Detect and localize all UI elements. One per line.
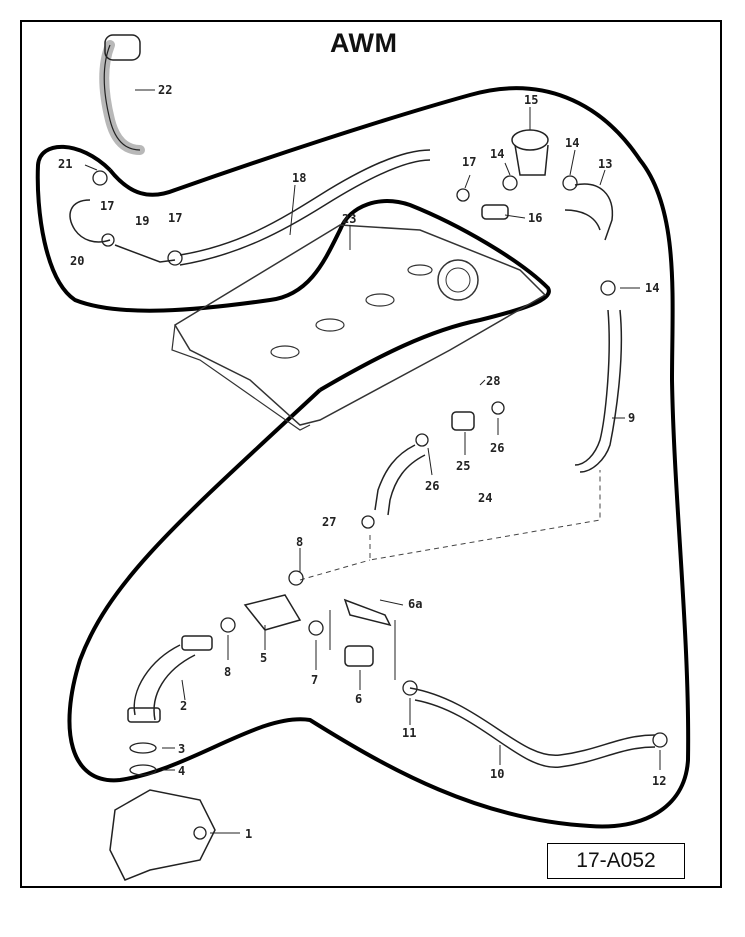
hose-24a bbox=[374, 444, 416, 511]
hose-9-edge bbox=[579, 309, 623, 473]
valve-25 bbox=[451, 411, 475, 431]
guide-line-a bbox=[369, 470, 601, 561]
upper-outline-top bbox=[67, 86, 691, 829]
valve-cover bbox=[173, 224, 547, 426]
o-ring-4 bbox=[129, 764, 157, 776]
callout-28: 28 bbox=[486, 374, 500, 388]
diagram-frame bbox=[20, 20, 722, 888]
callout-25: 25 bbox=[456, 459, 470, 473]
clamp-12 bbox=[652, 732, 668, 748]
callout-23: 23 bbox=[342, 212, 356, 226]
clamp-14c bbox=[600, 280, 616, 296]
pump-bolt bbox=[193, 826, 207, 840]
cover-port-b bbox=[315, 318, 345, 332]
cover-cap-ring bbox=[437, 259, 479, 301]
callout-8a: 8 bbox=[224, 665, 231, 679]
hose-10 bbox=[409, 687, 656, 756]
hose-20 bbox=[69, 199, 111, 243]
callout-22: 22 bbox=[158, 83, 172, 97]
callout-14a: 14 bbox=[490, 147, 504, 161]
bracket-6 bbox=[329, 610, 396, 680]
valve-15-body bbox=[514, 144, 549, 176]
hose-2-edge bbox=[153, 654, 196, 721]
valve-15 bbox=[511, 129, 549, 151]
hose-2-top bbox=[181, 635, 213, 651]
callout-4: 4 bbox=[178, 764, 185, 778]
hose-22-end bbox=[104, 34, 141, 61]
hose-22-line bbox=[103, 44, 141, 151]
cover-port-a bbox=[365, 293, 395, 307]
clamp-14a bbox=[502, 175, 518, 191]
callout-13: 13 bbox=[598, 157, 612, 171]
o-ring-3 bbox=[129, 742, 157, 754]
clamp-21 bbox=[92, 170, 108, 186]
connector-19 bbox=[114, 244, 176, 263]
connector-5 bbox=[243, 594, 302, 631]
hose-9 bbox=[574, 309, 610, 466]
callout-26b: 26 bbox=[490, 441, 504, 455]
callout-17b: 17 bbox=[100, 199, 114, 213]
callout-7: 7 bbox=[311, 673, 318, 687]
clamp-14b bbox=[562, 175, 578, 191]
cover-port-d bbox=[407, 264, 433, 276]
elbow-13 bbox=[574, 183, 614, 241]
callout-2: 2 bbox=[180, 699, 187, 713]
cover-port-c bbox=[270, 345, 300, 359]
clamp-27 bbox=[361, 515, 375, 529]
clamp-8a bbox=[220, 617, 236, 633]
valve-6a bbox=[343, 598, 392, 627]
callout-18: 18 bbox=[292, 171, 306, 185]
hose-18 bbox=[179, 149, 431, 256]
callout-1: 1 bbox=[245, 827, 252, 841]
callout-17c: 17 bbox=[168, 211, 182, 225]
figure-id-label: 17-A052 bbox=[547, 843, 685, 879]
callout-19: 19 bbox=[135, 214, 149, 228]
clamp-26a bbox=[415, 433, 429, 447]
callout-24: 24 bbox=[478, 491, 492, 505]
valve-cover-edge bbox=[171, 324, 311, 431]
clamp-17b bbox=[167, 250, 183, 266]
callout-26a: 26 bbox=[425, 479, 439, 493]
callout-21: 21 bbox=[58, 157, 72, 171]
elbow-13-b bbox=[564, 209, 601, 231]
valve-6 bbox=[344, 645, 374, 667]
callout-15: 15 bbox=[524, 93, 538, 107]
clamp-17c bbox=[456, 188, 470, 202]
callout-3: 3 bbox=[178, 742, 185, 756]
callout-27: 27 bbox=[322, 515, 336, 529]
connector-16 bbox=[481, 204, 509, 220]
upper-outline-loop bbox=[35, 144, 551, 392]
callout-8b: 8 bbox=[296, 535, 303, 549]
clamp-7 bbox=[308, 620, 324, 636]
callout-11: 11 bbox=[402, 726, 416, 740]
clamp-11 bbox=[402, 680, 418, 696]
callout-10: 10 bbox=[490, 767, 504, 781]
cover-cap-inner bbox=[445, 267, 471, 293]
hose-10-edge bbox=[414, 699, 656, 768]
hose-24b bbox=[387, 454, 426, 516]
hose-2-end bbox=[127, 707, 161, 723]
callout-6a: 6a bbox=[408, 597, 422, 611]
callout-12: 12 bbox=[652, 774, 666, 788]
air-pump-1 bbox=[109, 789, 216, 881]
leader-lines bbox=[84, 89, 661, 834]
callout-16: 16 bbox=[528, 211, 542, 225]
callout-20: 20 bbox=[70, 254, 84, 268]
callout-5: 5 bbox=[260, 651, 267, 665]
hose-18-edge bbox=[179, 159, 431, 266]
guide-line-b bbox=[299, 559, 371, 581]
callout-17a: 17 bbox=[462, 155, 476, 169]
clamp-8b bbox=[288, 570, 304, 586]
callout-14c: 14 bbox=[645, 281, 659, 295]
clamp-17a bbox=[101, 233, 115, 247]
diagram-title: AWM bbox=[330, 28, 398, 58]
callout-14b: 14 bbox=[565, 136, 579, 150]
callout-9: 9 bbox=[628, 411, 635, 425]
hose-2 bbox=[133, 644, 181, 716]
clamp-26b bbox=[491, 401, 505, 415]
callout-6: 6 bbox=[355, 692, 362, 706]
